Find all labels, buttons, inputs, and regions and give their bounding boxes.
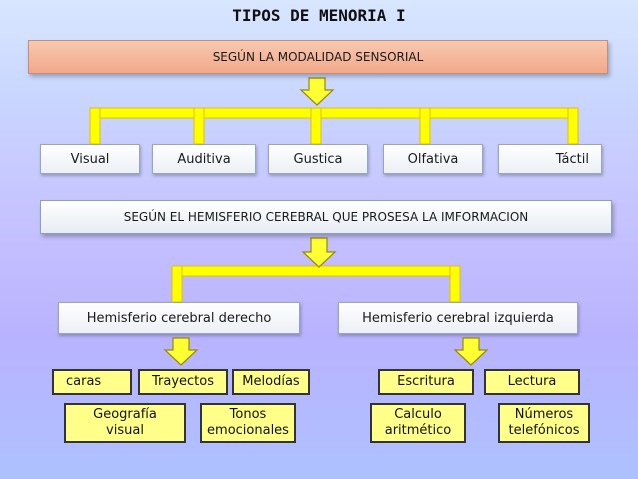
arrow-sensorial-icon	[299, 77, 335, 106]
item-caras: caras	[52, 369, 132, 395]
hemisferio-bar	[171, 265, 461, 277]
sensorial-drop-auditiva	[193, 107, 205, 145]
sensorial-bar	[89, 107, 579, 119]
item-numeros-telefonicos: Números telefónicos	[498, 403, 590, 443]
hemisferio-drop-izquierdo	[449, 265, 461, 303]
hemisferio-drop-derecho	[171, 265, 183, 303]
arrow-izquierdo-icon	[453, 337, 489, 366]
item-geografia-visual: Geografía visual	[64, 403, 186, 443]
item-calculo-aritmetico: Calculo aritmético	[370, 403, 466, 443]
sense-olfativa: Olfativa	[383, 144, 483, 174]
hemisferio-izquierdo: Hemisferio cerebral izquierda	[338, 302, 578, 334]
banner-hemisferio-cerebral: SEGÚN EL HEMISFERIO CEREBRAL QUE PROSESA…	[40, 200, 612, 234]
sense-gustica: Gustica	[268, 144, 368, 174]
item-trayectos: Trayectos	[138, 369, 228, 395]
item-escritura: Escritura	[378, 369, 474, 395]
arrow-derecho-icon	[163, 337, 199, 366]
sensorial-drop-tactil	[567, 107, 579, 145]
item-lectura: Lectura	[484, 369, 580, 395]
arrow-hemisferio-icon	[301, 237, 337, 268]
sensorial-drop-visual	[89, 107, 101, 145]
sense-visual: Visual	[40, 144, 140, 174]
banner-modalidad-sensorial: SEGÚN LA MODALIDAD SENSORIAL	[28, 40, 608, 74]
sense-auditiva: Auditiva	[152, 144, 256, 174]
item-tonos-emocionales: Tonos emocionales	[200, 403, 296, 443]
page-title: TIPOS DE MENORIA I	[232, 6, 406, 25]
sensorial-drop-gustica	[310, 107, 322, 145]
hemisferio-derecho: Hemisferio cerebral derecho	[58, 302, 300, 334]
sense-tactil: Táctil	[498, 144, 602, 174]
item-melodias: Melodías	[232, 369, 310, 395]
sensorial-drop-olfativa	[419, 107, 431, 145]
